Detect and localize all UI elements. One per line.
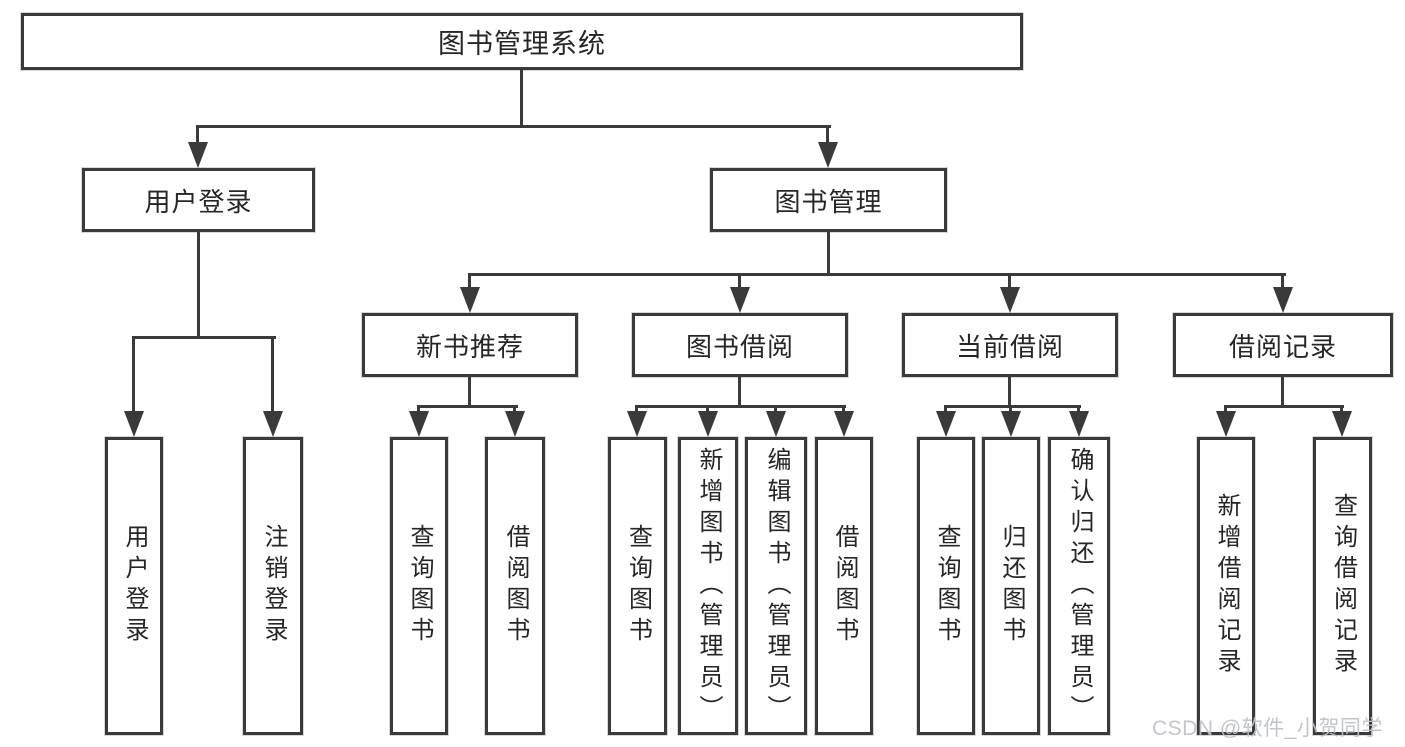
connector-line — [1281, 273, 1284, 293]
connector-line — [826, 125, 829, 148]
arrow-down-icon — [1069, 411, 1089, 437]
node-new-book-recommendation: 新书推荐 — [362, 313, 578, 377]
node-add-books-admin: 新增图书（管理员） — [678, 437, 738, 735]
arrow-down-icon — [818, 142, 838, 168]
connector-line — [1224, 405, 1344, 408]
node-user-login-function: 用户登录 — [105, 437, 163, 735]
connector-line — [468, 273, 1286, 276]
node-library-management-system: 图书管理系统 — [21, 13, 1023, 70]
arrow-down-icon — [936, 411, 956, 437]
arrow-down-icon — [730, 287, 750, 313]
node-confirm-return-admin: 确认归还（管理员） — [1048, 437, 1110, 735]
connector-line — [468, 273, 471, 293]
node-logout-function: 注销登录 — [243, 437, 303, 735]
connector-line — [417, 405, 518, 408]
connector-line — [132, 336, 276, 339]
node-query-borrow-record: 查询借阅记录 — [1313, 437, 1372, 735]
arrow-down-icon — [1216, 411, 1236, 437]
arrow-down-icon — [409, 411, 429, 437]
connector-line — [1008, 273, 1011, 293]
arrow-down-icon — [505, 411, 525, 437]
connector-line — [944, 405, 1081, 408]
arrow-down-icon — [1001, 411, 1021, 437]
node-user-login-module: 用户登录 — [82, 168, 315, 232]
node-borrow-books-borrowing: 借阅图书 — [815, 437, 873, 735]
node-query-books-current: 查询图书 — [917, 437, 975, 735]
connector-line — [197, 125, 831, 128]
node-borrowing-records: 借阅记录 — [1173, 313, 1393, 377]
arrow-down-icon — [460, 287, 480, 313]
node-current-borrowing: 当前借阅 — [902, 313, 1118, 377]
arrow-down-icon — [698, 411, 718, 437]
connector-line — [197, 232, 200, 339]
arrow-down-icon — [1332, 411, 1352, 437]
node-add-borrow-record: 新增借阅记录 — [1197, 437, 1255, 735]
arrow-down-icon — [124, 411, 144, 437]
node-book-management-module: 图书管理 — [710, 168, 947, 232]
arrow-down-icon — [188, 142, 208, 168]
connector-line — [1008, 377, 1011, 408]
connector-line — [271, 336, 274, 417]
arrow-down-icon — [766, 411, 786, 437]
node-edit-books-admin: 编辑图书（管理员） — [745, 437, 807, 735]
connector-line — [827, 232, 830, 276]
node-query-books-borrowing: 查询图书 — [608, 437, 667, 735]
node-query-books-recommend: 查询图书 — [390, 437, 448, 735]
node-return-books: 归还图书 — [982, 437, 1040, 735]
connector-line — [468, 377, 471, 408]
arrow-down-icon — [834, 411, 854, 437]
node-borrow-books-recommend: 借阅图书 — [485, 437, 545, 735]
node-book-borrowing: 图书借阅 — [632, 313, 848, 377]
arrow-down-icon — [1273, 287, 1293, 313]
connector-line — [738, 273, 741, 293]
connector-line — [520, 70, 523, 128]
connector-line — [738, 377, 741, 408]
connector-line — [132, 336, 135, 417]
connector-line — [1281, 377, 1284, 408]
arrow-down-icon — [627, 411, 647, 437]
connector-line — [635, 405, 846, 408]
arrow-down-icon — [263, 411, 283, 437]
watermark: CSDN @软件_小贺同学 — [1152, 717, 1383, 740]
connector-line — [196, 125, 199, 148]
arrow-down-icon — [1000, 287, 1020, 313]
